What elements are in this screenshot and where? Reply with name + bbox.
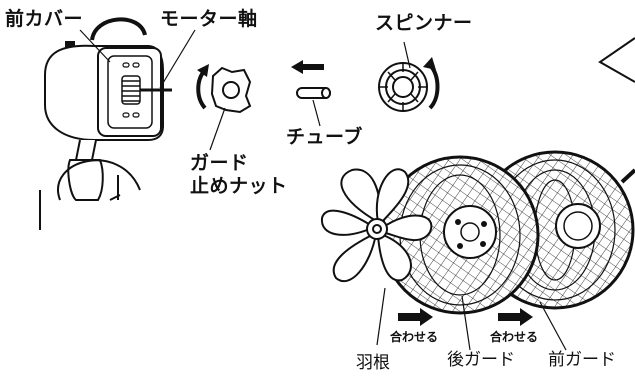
- rear-guard-label: 後ガード: [447, 350, 515, 370]
- front-guard-label: 前ガード: [548, 350, 616, 370]
- edge-stroke-shape: [620, 168, 635, 184]
- tube-part: [296, 87, 331, 99]
- blade-label: 羽根: [356, 353, 390, 373]
- left-arrow-icon: [291, 60, 324, 74]
- right-arrow-icon: [498, 308, 533, 326]
- guard-nut-label-line1: ガード: [190, 152, 249, 174]
- motor-housing: [39, 17, 172, 230]
- rotate-right-arrow-icon: [423, 57, 440, 110]
- rotate-left-arrow-icon: [196, 64, 209, 110]
- guard-nut-icon: [210, 66, 252, 114]
- guard-nut-label: ガード 止めナット: [190, 152, 288, 198]
- rear-guard-part: [380, 155, 540, 315]
- fan-blade-part: [320, 168, 433, 283]
- guard-nut-label-line2: 止めナット: [190, 174, 288, 197]
- tube-label: チューブ: [286, 126, 363, 148]
- right-arrow-icon: [398, 308, 433, 326]
- align-label-1: 合わせる: [390, 330, 439, 344]
- align-label-2: 合わせる: [490, 330, 539, 344]
- spinner-part: [378, 62, 428, 112]
- edge-bracket-shape: [598, 37, 635, 83]
- spinner-label: スピンナー: [375, 12, 473, 34]
- front-cover-label: 前カバー: [5, 8, 84, 30]
- motor-shaft-label: モーター軸: [160, 8, 258, 30]
